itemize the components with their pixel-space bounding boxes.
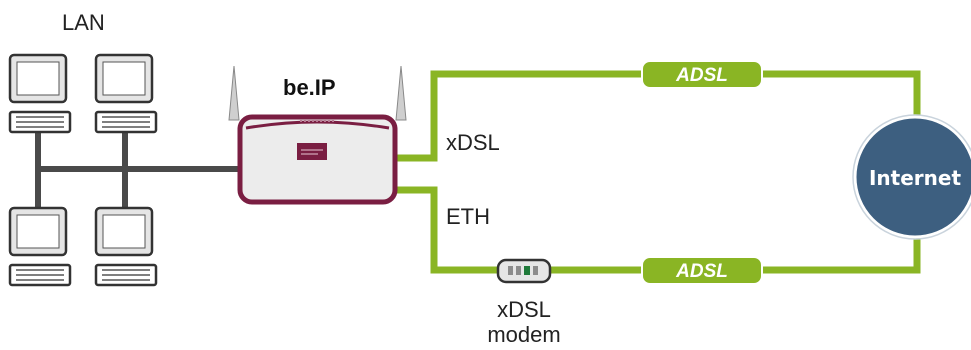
internet-label: Internet	[869, 166, 961, 190]
router-icon	[228, 65, 407, 205]
internet-globe-icon: Internet	[852, 114, 971, 240]
computer-icon	[8, 53, 72, 134]
router-label: be.IP	[283, 75, 336, 100]
modem-label-line1: xDSL	[497, 297, 551, 322]
lan-label: LAN	[62, 10, 105, 35]
computer-icon	[8, 206, 72, 287]
wan-links	[395, 70, 921, 274]
computer-icon	[94, 206, 158, 287]
modem-icon	[496, 258, 552, 284]
xdsl-label: xDSL	[446, 130, 500, 155]
adsl-label: ADSL	[675, 65, 728, 86]
computer-icon	[94, 53, 158, 134]
eth-label: ETH	[446, 204, 490, 229]
adsl-pill-bottom: ADSL	[641, 256, 763, 285]
adsl-pill-top: ADSL	[641, 60, 763, 89]
modem-label-line2: modem	[487, 322, 560, 347]
adsl-label: ADSL	[675, 261, 728, 282]
lan-bus	[35, 125, 240, 210]
